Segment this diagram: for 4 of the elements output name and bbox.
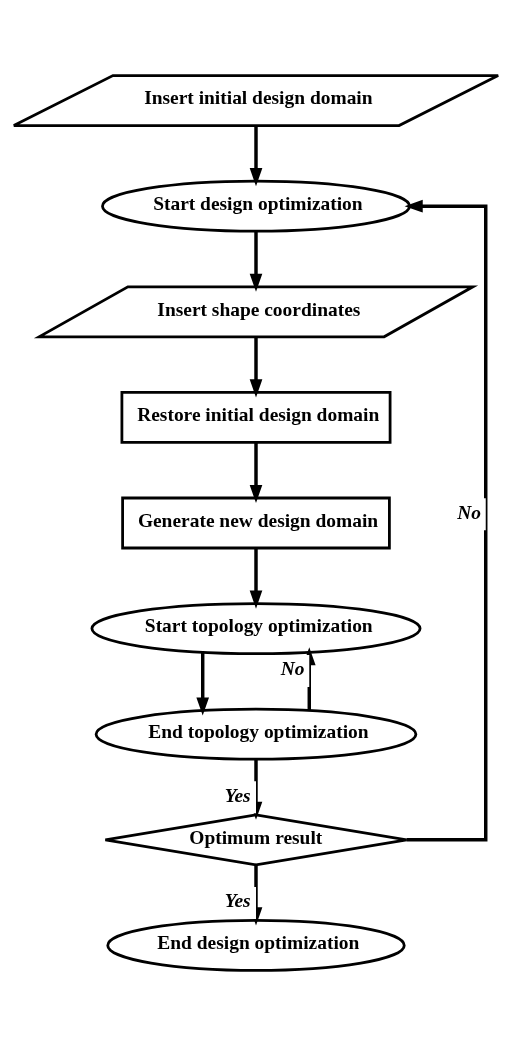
edge-label: No — [280, 658, 305, 680]
edge-label: Yes — [224, 784, 251, 806]
edge-label: No — [457, 501, 482, 523]
edge-label: Yes — [224, 890, 251, 912]
